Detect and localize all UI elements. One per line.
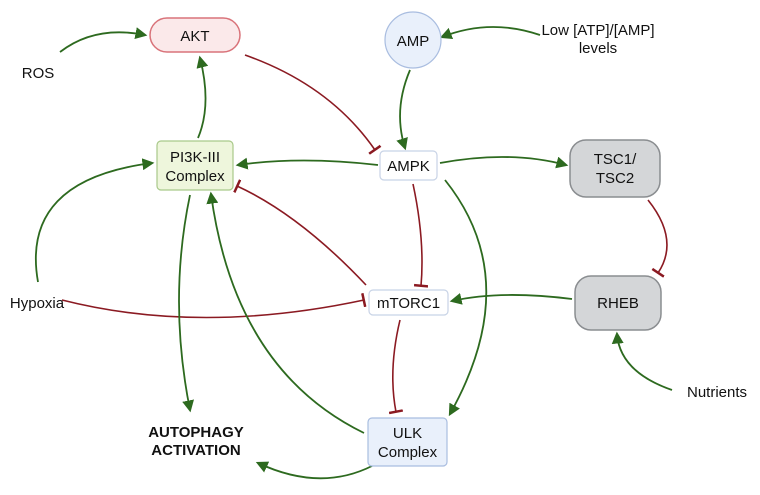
edge-ampk-pi3k xyxy=(235,157,379,170)
node-pi3k-label-1: PI3K-III xyxy=(170,149,220,166)
node-tsc: TSC1/ TSC2 xyxy=(569,139,661,198)
outcome-label-1: AUTOPHAGY xyxy=(148,424,244,441)
node-amp-label: AMP xyxy=(397,33,430,50)
node-akt-label: AKT xyxy=(180,28,209,45)
edge-rheb-mtorc1 xyxy=(449,293,573,305)
node-ampk: AMPK xyxy=(379,150,438,181)
edge-pi3k-autophagy xyxy=(178,194,195,413)
node-rheb-label: RHEB xyxy=(597,295,639,312)
node-ampk-label: AMPK xyxy=(387,158,430,175)
edge-hypoxia-pi3k xyxy=(34,158,155,283)
edge-ros-akt xyxy=(59,27,148,53)
edge-pi3k-akt xyxy=(196,55,209,139)
node-amp: AMP xyxy=(384,11,442,69)
input-low-atp-1: Low [ATP]/[AMP] xyxy=(541,22,654,39)
node-mtorc1-label: mTORC1 xyxy=(377,295,440,312)
node-tsc-label-1: TSC1/ xyxy=(594,151,637,168)
node-akt: AKT xyxy=(149,17,241,53)
node-pi3k: PI3K-III Complex xyxy=(156,140,234,191)
node-mtorc1: mTORC1 xyxy=(368,289,449,316)
edge-ulk-pi3k xyxy=(206,191,365,434)
node-ulk: ULK Complex xyxy=(367,417,448,467)
node-ulk-label-1: ULK xyxy=(393,425,422,442)
edge-amp-ampk xyxy=(396,69,411,151)
edge-mtorc1-ulk xyxy=(388,319,404,415)
input-low-atp-2: levels xyxy=(579,40,617,57)
edge-hypoxia-mtorc1 xyxy=(61,292,367,319)
node-rheb: RHEB xyxy=(574,275,662,331)
edge-ampk-tsc xyxy=(439,156,569,169)
edge-mtorc1-pi3k xyxy=(233,179,367,286)
node-pi3k-label-2: Complex xyxy=(165,168,225,185)
input-nutrients: Nutrients xyxy=(687,384,747,401)
edge-nutrients-rheb xyxy=(611,331,673,391)
edge-lowatp-amp xyxy=(439,26,541,40)
edge-ampk-ulk xyxy=(444,179,488,417)
edge-ulk-autophagy xyxy=(255,461,373,480)
node-ulk-label-2: Complex xyxy=(378,444,438,461)
node-tsc-label-2: TSC2 xyxy=(596,170,634,187)
edge-ampk-mtorc1 xyxy=(412,183,429,288)
edge-akt-ampk xyxy=(244,54,382,155)
input-hypoxia: Hypoxia xyxy=(10,295,65,312)
outcome-label-2: ACTIVATION xyxy=(151,442,240,459)
input-ros: ROS xyxy=(22,65,55,82)
edges xyxy=(34,26,673,480)
edge-tsc-rheb xyxy=(647,199,668,278)
